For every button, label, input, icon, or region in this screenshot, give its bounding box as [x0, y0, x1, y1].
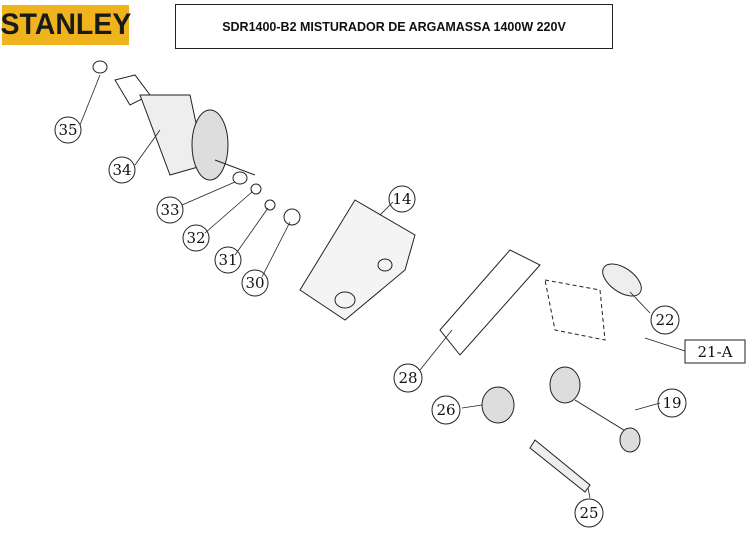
diagram-shape — [108, 156, 136, 184]
callout-number: 28 — [398, 369, 417, 387]
diagram-shape — [650, 305, 680, 335]
callout-26: 26 — [431, 395, 461, 425]
callout-number: 26 — [436, 401, 455, 419]
diagram-shape — [232, 171, 248, 185]
callout-number: 14 — [392, 190, 411, 208]
callout-number: 22 — [655, 311, 674, 329]
callout-31: 31 — [214, 246, 242, 274]
callout-number: 21-A — [698, 343, 733, 361]
brand-text: STANLEY — [0, 8, 131, 41]
diagram-shape — [79, 74, 686, 499]
diagram-shape — [182, 224, 210, 252]
diagram-shape — [684, 339, 746, 364]
diagram-shape — [388, 185, 416, 213]
callout-number: 25 — [579, 504, 598, 522]
housing-part — [299, 199, 416, 321]
callout-32: 32 — [182, 224, 210, 252]
diagram-shape — [549, 366, 581, 404]
stanley-logo: STANLEY — [0, 5, 131, 45]
diagram-shape — [334, 291, 356, 309]
diagram-shape — [602, 263, 642, 297]
diagram-shape — [134, 129, 161, 166]
diagram-shape — [191, 109, 229, 181]
diagram-shape — [79, 74, 101, 126]
callout-number: 19 — [662, 394, 681, 412]
diagram-shape — [156, 196, 184, 224]
diagram-shape — [657, 388, 687, 418]
diagram-shape — [261, 221, 291, 278]
diagram-shape — [379, 201, 394, 216]
callout-number: 30 — [245, 274, 264, 292]
diagram-shape — [644, 337, 686, 352]
diagram-shape — [544, 279, 606, 341]
diagram-shape — [393, 363, 423, 393]
callout-number: 32 — [186, 229, 205, 247]
diagram-shape — [92, 60, 108, 74]
callout-14: 14 — [388, 185, 416, 213]
callout-33: 33 — [156, 196, 184, 224]
callout-21-a: 21-A — [684, 339, 746, 364]
diagram-shape — [377, 258, 393, 272]
callout-30: 30 — [241, 269, 269, 297]
callout-34: 34 — [108, 156, 136, 184]
diagram-shape — [181, 181, 236, 206]
callout-19: 19 — [657, 388, 687, 418]
diagram-shape — [619, 427, 641, 453]
callout-22: 22 — [650, 305, 680, 335]
callout-number: 35 — [58, 121, 77, 139]
diagram-shape — [419, 329, 453, 371]
diagram-shape — [461, 404, 483, 409]
diagram-shape — [54, 116, 82, 144]
callout-number: 31 — [218, 251, 237, 269]
diagram-shape — [634, 402, 661, 411]
armature-part — [92, 60, 301, 226]
diagram-shape — [204, 191, 253, 234]
diagram-shape — [234, 207, 269, 256]
diagram-shape — [214, 246, 242, 274]
callout-25: 25 — [574, 498, 604, 528]
callout-35: 35 — [54, 116, 82, 144]
callout-number: 34 — [112, 161, 131, 179]
diagram-shape — [214, 159, 256, 176]
diagram-shape — [529, 439, 591, 493]
diagram-shape — [481, 386, 515, 424]
callout-28: 28 — [393, 363, 423, 393]
diagram-shape — [431, 395, 461, 425]
gasket-part — [439, 249, 541, 356]
diagram-shape — [250, 183, 262, 195]
callout-number: 33 — [160, 201, 179, 219]
diagram-shape — [241, 269, 269, 297]
diagram-shape — [587, 487, 591, 499]
diagram-shape — [283, 208, 301, 226]
diagram-shape — [264, 199, 276, 211]
diagram-shape — [574, 498, 604, 528]
diagram-shape — [629, 291, 651, 314]
document-title: SDR1400-B2 MISTURADOR DE ARGAMASSA 1400W… — [175, 4, 613, 49]
